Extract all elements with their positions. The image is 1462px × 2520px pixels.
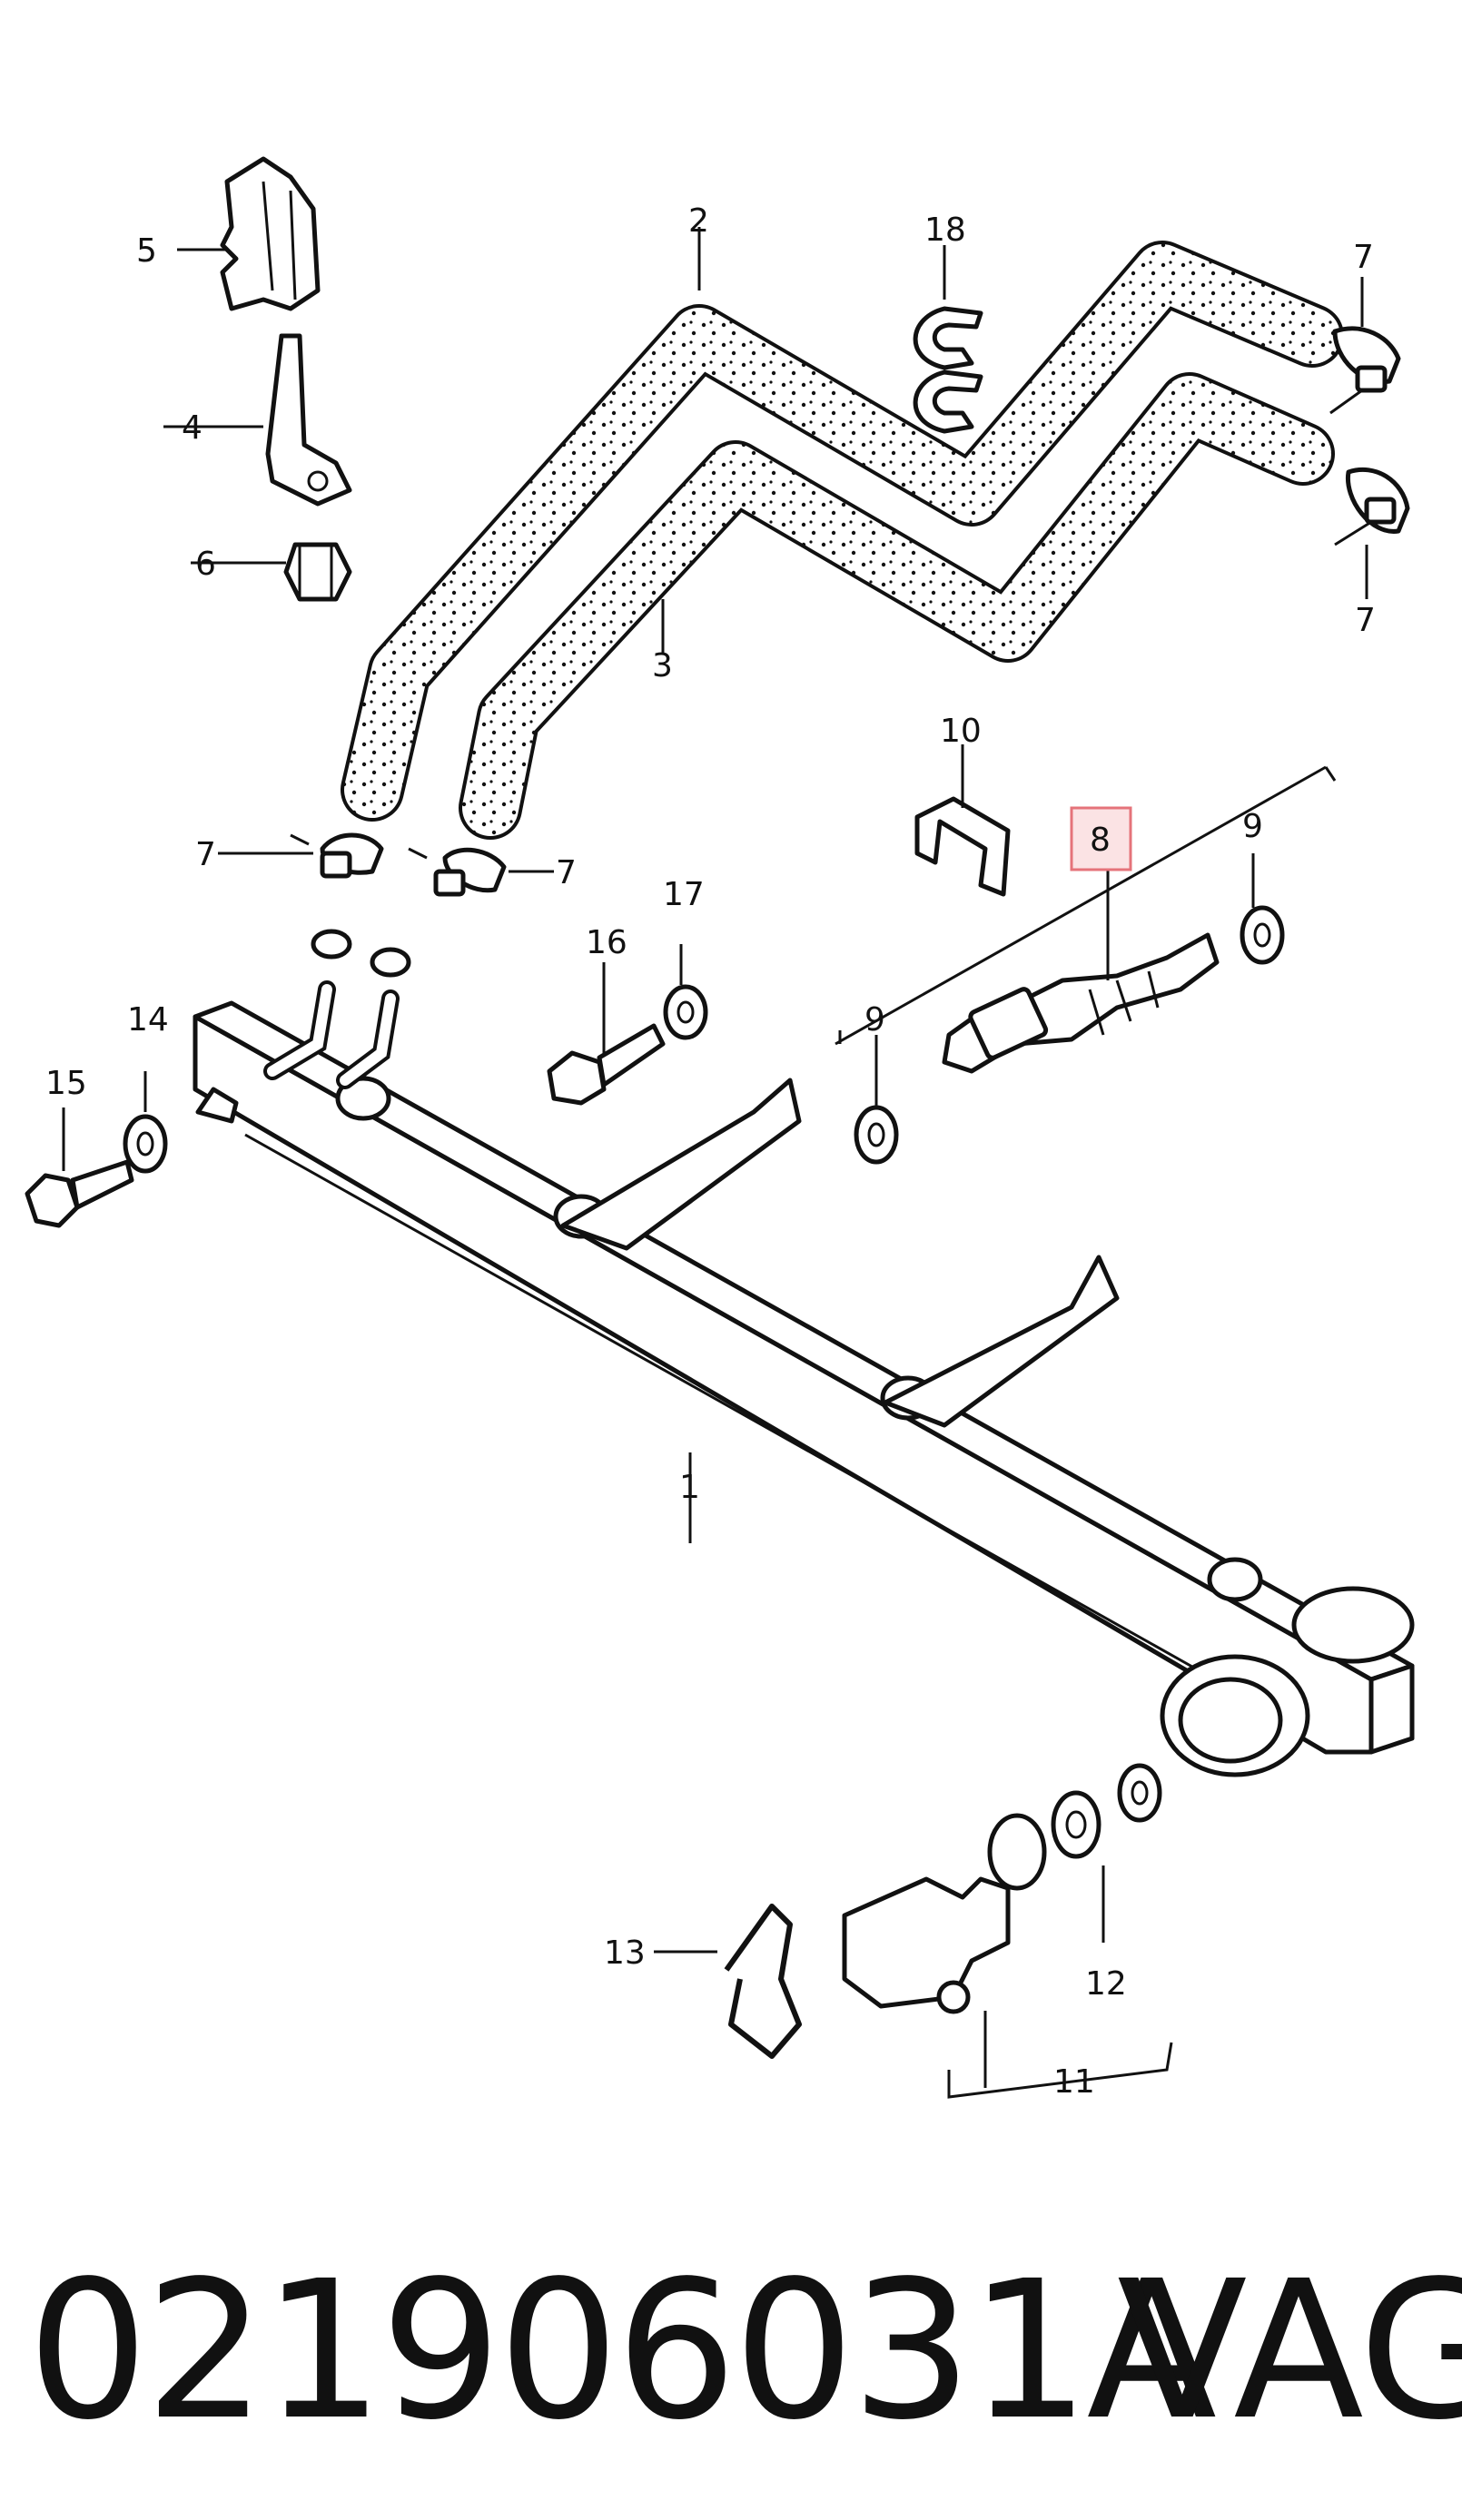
- caption: 021906031A VAG: [0, 2215, 1462, 2487]
- clip-10: [914, 796, 1011, 897]
- callout-8: 8: [1090, 822, 1111, 859]
- seal-9-injector-upper: [1240, 905, 1285, 965]
- callout-7-left: 7: [195, 836, 216, 873]
- callout-3: 3: [652, 647, 673, 684]
- part-number: 021906031A: [27, 2239, 1217, 2462]
- callout-1: 1: [679, 1469, 700, 1506]
- hose-clamp-7-upper-right: [1329, 326, 1401, 415]
- callout-9-right: 9: [1242, 808, 1263, 845]
- seal-9-injector-lower: [854, 1105, 899, 1165]
- seal-12-b: [1117, 1763, 1162, 1823]
- nut-6: [283, 542, 352, 602]
- callout-15: 15: [45, 1065, 87, 1102]
- bracket-4: [265, 333, 352, 507]
- callout-7-bottom-right: 7: [1355, 602, 1376, 639]
- bolt-15: [25, 1159, 134, 1228]
- pressure-regulator-11: [842, 1813, 1047, 2014]
- clip-5: [220, 156, 321, 311]
- callout-7-middle: 7: [556, 854, 577, 891]
- callout-7-top-right: 7: [1353, 239, 1374, 276]
- washer-14: [123, 1114, 168, 1174]
- fuel-rail-exploded-diagram: 1 2 3 4 5 6 7 7 7 7 8 9 9 10 11 12 13 14…: [25, 156, 1415, 2101]
- clamp-18: [913, 306, 983, 434]
- callout-14: 14: [127, 1001, 169, 1039]
- callout-5: 5: [136, 232, 157, 270]
- leader-lines: [62, 227, 1368, 2099]
- clip-13: [724, 1904, 802, 2059]
- fuel-rail-1: [193, 929, 1415, 1755]
- hose-clamp-7-left-b: [408, 847, 507, 897]
- seal-12-a: [1051, 1790, 1101, 1859]
- callout-4: 4: [182, 409, 203, 447]
- brand-name: VAG: [1117, 2239, 1462, 2462]
- hose-3: [459, 372, 1335, 840]
- callout-9-left: 9: [864, 1001, 885, 1039]
- rail-end-fitting: [1160, 1586, 1415, 1777]
- callout-16: 16: [586, 924, 627, 961]
- hose-clamp-7-lower-right: [1334, 467, 1410, 546]
- callout-12: 12: [1085, 1965, 1127, 2003]
- hose-clamp-7-left-a: [290, 832, 384, 879]
- callout-8-highlight: [1070, 806, 1132, 871]
- injector-8: [942, 932, 1220, 1074]
- bolt-16: [547, 1023, 666, 1106]
- callout-10: 10: [940, 713, 982, 750]
- callout-17: 17: [663, 876, 705, 913]
- callout-13: 13: [604, 1934, 646, 1972]
- callout-2: 2: [688, 202, 709, 240]
- washer-17: [663, 984, 708, 1040]
- callout-6: 6: [195, 546, 216, 583]
- callout-18: 18: [924, 212, 966, 249]
- callout-11: 11: [1053, 2063, 1095, 2101]
- hose-2: [341, 241, 1344, 822]
